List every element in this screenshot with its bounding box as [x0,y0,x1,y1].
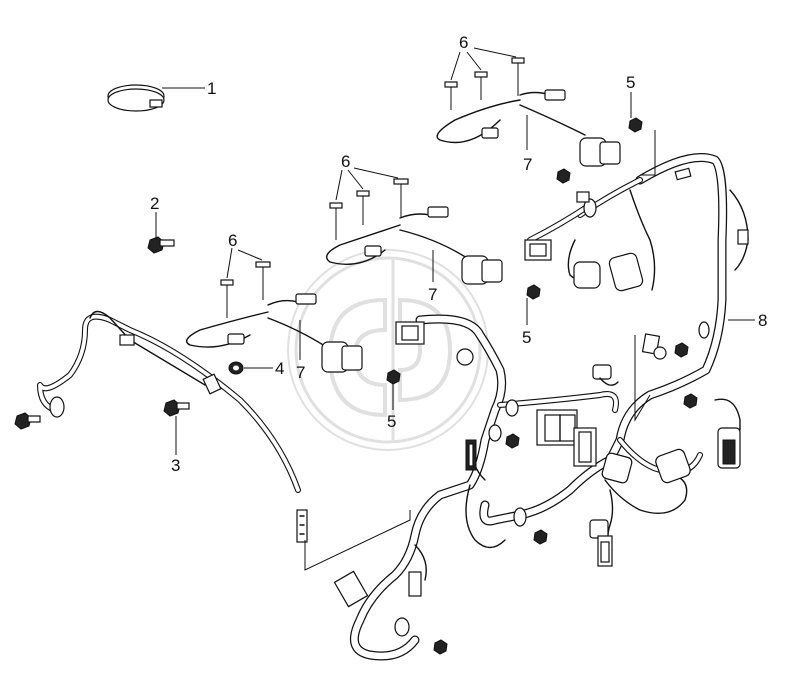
callout-4: 4 [275,359,284,378]
callout-2: 2 [150,194,159,213]
callout-6-middle: 6 [341,152,350,171]
callout-6-lower: 6 [228,231,237,250]
sub-harness-7-lower [186,261,363,373]
callout-8: 8 [758,311,767,330]
callout-7-lower: 7 [296,363,305,382]
callout-1: 1 [207,79,216,98]
main-harness-body [333,153,749,661]
bolt-part-2 [147,236,175,254]
callout-6-top: 6 [459,33,468,52]
bolt-part-3 [14,399,190,430]
sub-harness-7-top [436,57,621,167]
grommet-part-4 [228,361,244,375]
leader-lines [155,47,755,571]
callout-5-middle: 5 [522,328,531,347]
callout-7-top: 7 [523,155,532,174]
left-harness-branch [37,310,308,543]
callout-3: 3 [171,456,180,475]
callout-5-top: 5 [626,73,635,92]
callout-7-middle: 7 [428,285,437,304]
callout-5-lower: 5 [387,412,396,431]
callout-labels: 1 2 3 4 5 5 5 6 6 6 7 7 7 8 [150,33,767,475]
sub-harness-7-middle [326,178,503,285]
hose-clamp-part [107,84,165,112]
nut-fasteners [386,117,698,655]
